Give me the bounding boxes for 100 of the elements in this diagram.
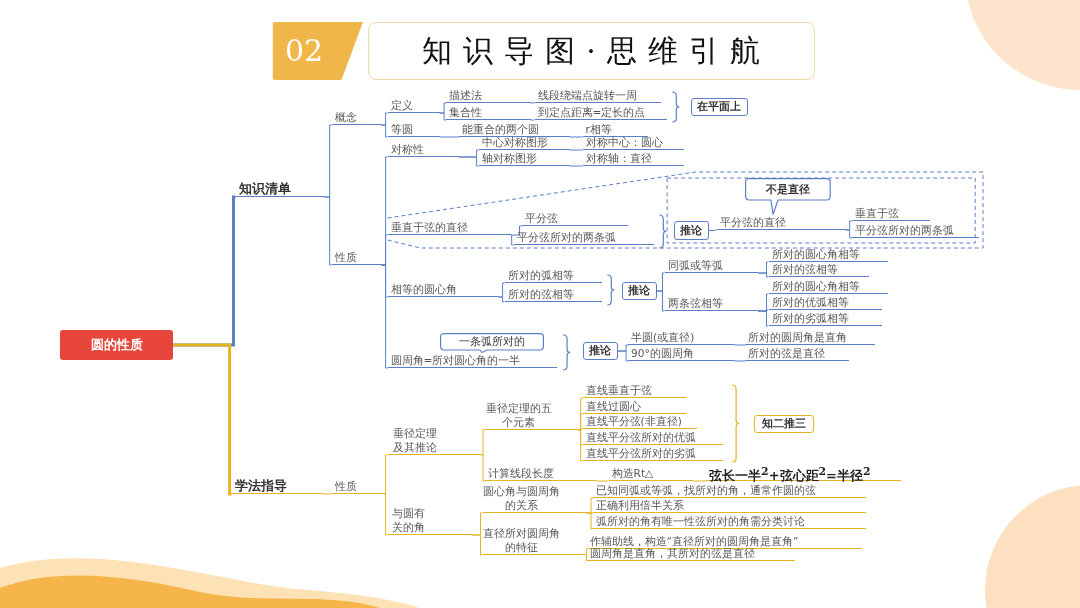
branch-topic: 能重合的两个圆 bbox=[459, 123, 570, 137]
branch-line bbox=[322, 493, 333, 495]
branch-topic: 所对的劣弧相等 bbox=[768, 312, 882, 326]
branch-line bbox=[380, 124, 389, 138]
branch-topic: 描述法 bbox=[446, 89, 531, 103]
branch-line bbox=[497, 296, 506, 303]
branch-topic: 作辅助线，构造“直径所对的圆周角是直角” bbox=[586, 535, 863, 549]
root-topic-box: 圆的性质 bbox=[60, 330, 174, 360]
callout-text: 不是直径 bbox=[765, 182, 811, 197]
branch-topic: 所对的弦相等 bbox=[504, 288, 603, 302]
branch-line bbox=[569, 136, 584, 138]
branch-line bbox=[480, 454, 486, 482]
branch-topic: 所对的优弧相等 bbox=[768, 296, 882, 310]
branch-line bbox=[586, 548, 587, 556]
branch-topic: 直线平分弦(非直径) bbox=[582, 415, 697, 429]
branch-topic: 圆周角是直角，其所对的弦是直径 bbox=[586, 547, 795, 561]
branch-topic: 平分弦所对的两条弧 bbox=[513, 231, 655, 245]
branch-topic: 线段绕端点旋转一周 bbox=[534, 89, 661, 103]
branch-topic: 垂径定理的五个元素 bbox=[485, 402, 579, 430]
branch-topic: 计算线段长度 bbox=[485, 467, 596, 481]
branch-line bbox=[471, 534, 483, 556]
branch-topic: 概念 bbox=[331, 111, 382, 125]
branch-topic: 所对的弦是直径 bbox=[745, 347, 850, 361]
branch-line bbox=[757, 310, 769, 327]
branch-topic: 平分弦所对的两条弧 bbox=[851, 224, 980, 238]
callout-bubble bbox=[439, 333, 544, 353]
branch-topic: 直径所对圆周角的特征 bbox=[482, 527, 587, 555]
branch-topic: 相等的圆心角 bbox=[387, 283, 499, 297]
branch-topic: 等圆 bbox=[387, 123, 440, 137]
branch-line bbox=[734, 360, 746, 362]
branch-line bbox=[569, 149, 584, 151]
branch-line bbox=[692, 480, 707, 482]
branch-topic: 性质 bbox=[331, 480, 384, 494]
branch-line bbox=[734, 344, 746, 346]
callout-bubble bbox=[745, 178, 831, 215]
branch-line bbox=[578, 429, 584, 462]
branch-line bbox=[530, 102, 535, 104]
callout-text: 一条弧所对的 bbox=[457, 334, 526, 349]
summary-box: 推论 bbox=[621, 282, 657, 300]
branch-topic: 定义 bbox=[387, 99, 440, 113]
branch-topic: 平分弦 bbox=[521, 212, 629, 226]
branch-line bbox=[569, 165, 584, 167]
branch-line bbox=[439, 112, 447, 121]
branch-topic: 构造Rt△ bbox=[608, 467, 694, 481]
branch-topic: 垂径定理及其推论 bbox=[387, 427, 482, 455]
branch-topic: 直线平分弦所对的优弧 bbox=[582, 431, 723, 445]
branch-topic: 集合性 bbox=[446, 106, 531, 120]
branch-line bbox=[757, 272, 769, 278]
summary-box: 推论 bbox=[673, 221, 709, 240]
branch-topic: 轴对称图形 bbox=[478, 152, 570, 166]
branch-topic: 性质 bbox=[331, 251, 382, 265]
branch-line bbox=[656, 290, 665, 312]
branch-topic: 同弧或等弧 bbox=[664, 259, 759, 273]
branch-topic: 对称性 bbox=[387, 143, 460, 157]
branch-line bbox=[380, 264, 389, 369]
branch-line bbox=[617, 350, 629, 362]
summary-box: 推论 bbox=[582, 342, 618, 360]
branch-line bbox=[846, 229, 853, 239]
summary-box: 在平面上 bbox=[690, 98, 748, 116]
branch-topic: 正确利用倍半关系 bbox=[593, 499, 866, 513]
branch-line bbox=[578, 428, 584, 431]
branch-topic: 所对的弧相等 bbox=[504, 269, 603, 283]
branch-line bbox=[383, 493, 389, 536]
branch-topic: 两条弦相等 bbox=[664, 297, 759, 311]
branch-line bbox=[586, 512, 594, 530]
branch-topic: 所对的圆心角相等 bbox=[768, 248, 889, 262]
branch-line bbox=[510, 234, 515, 246]
branch-line bbox=[458, 156, 480, 167]
summary-box: 知二推三 bbox=[754, 415, 814, 433]
formula-label: 弦长一半$^{2}$+弦心距$^{2}$=半径$^{2}$ bbox=[706, 463, 902, 481]
branch-topic: 已知同弧或等弧，找所对的角，通常作圆的弦 bbox=[593, 484, 866, 498]
branch-line bbox=[530, 119, 535, 121]
branch-topic: 平分弦的直径 bbox=[716, 216, 847, 230]
branch-topic: 所对的圆周角是直角 bbox=[745, 331, 876, 345]
branch-line bbox=[510, 225, 522, 236]
branch-line bbox=[578, 413, 584, 431]
branch-topic: 对称轴：直径 bbox=[582, 152, 684, 166]
branch-topic: 知识清单 bbox=[235, 181, 324, 197]
title-banner: 知识导图·思维引航 bbox=[368, 22, 815, 80]
branch-line bbox=[173, 343, 233, 496]
branch-line bbox=[323, 196, 333, 266]
branch-topic: 与圆有关的角 bbox=[387, 507, 473, 535]
branch-topic: 直线过圆心 bbox=[582, 400, 687, 414]
branch-line bbox=[480, 429, 486, 456]
branch-topic: 90°的圆周角 bbox=[628, 347, 735, 361]
branch-topic: 弧所对的角有唯一性弦所对的角需分类讨论 bbox=[593, 515, 866, 529]
branch-topic: r相等 bbox=[582, 123, 648, 137]
branch-topic: 直线平分弦所对的劣弧 bbox=[582, 447, 723, 461]
branch-topic: 圆周角=所对圆心角的一半 bbox=[387, 354, 557, 368]
branch-topic: 直线垂直于弦 bbox=[582, 384, 687, 398]
branch-line bbox=[383, 454, 389, 495]
branch-topic: 到定点距离=定长的点 bbox=[534, 106, 668, 120]
branch-topic: 所对的圆心角相等 bbox=[768, 280, 889, 294]
branch-topic: 对称中心：圆心 bbox=[582, 136, 684, 150]
branch-topic: 中心对称图形 bbox=[478, 136, 570, 150]
branch-topic: 垂直于弦 bbox=[851, 207, 930, 221]
branch-line bbox=[439, 136, 460, 138]
branch-line bbox=[708, 229, 717, 231]
branch-line bbox=[595, 480, 610, 482]
branch-topic: 半圆(或直径) bbox=[628, 331, 735, 345]
